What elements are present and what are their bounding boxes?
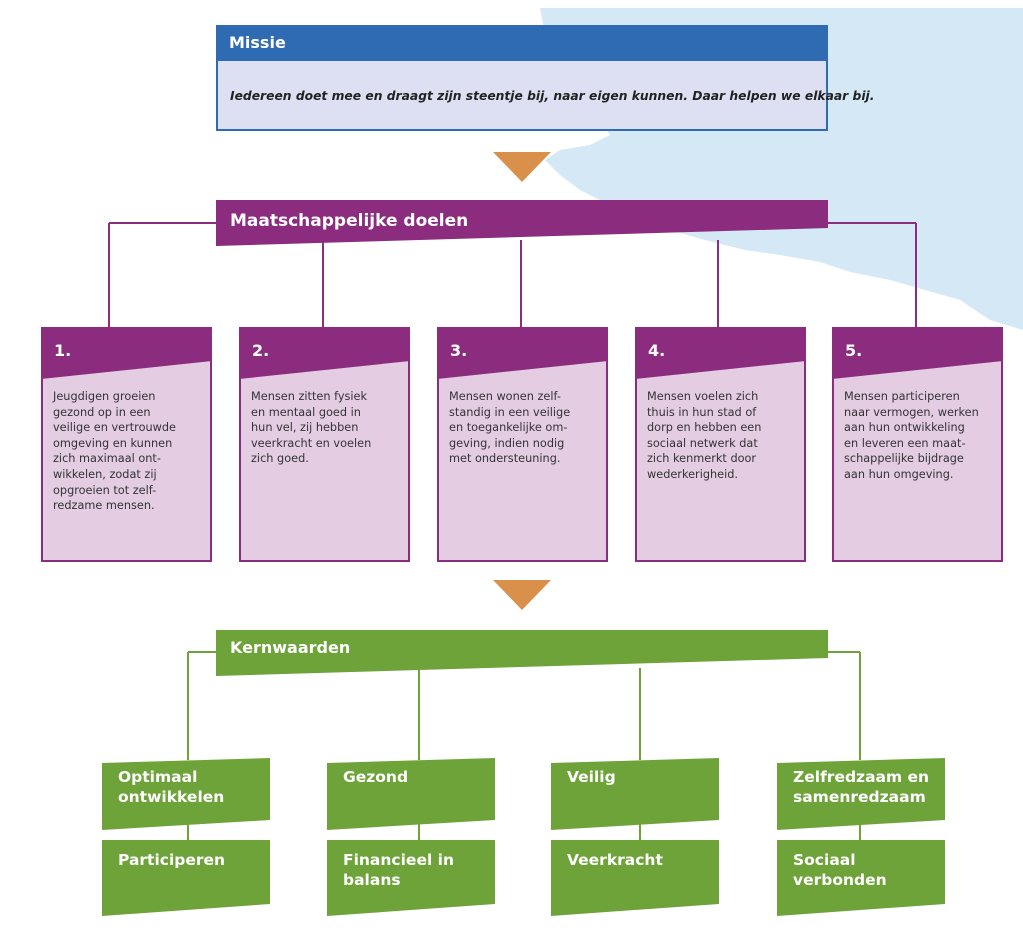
value-label: Sociaal verbonden [793,851,887,889]
goal-card: 4. Mensen voelen zich thuis in hun stad o… [635,327,806,562]
value-box: Veilig [551,758,719,832]
goal-number: 5. [845,341,863,360]
value-box: Gezond [327,758,495,832]
goal-connectors [108,222,917,328]
goal-card: 1. Jeugdigen groeien gezond op in een vei… [41,327,212,562]
value-box: Financieel in balans [327,840,495,928]
down-arrow-icon [493,580,551,610]
value-label: Veerkracht [567,851,663,869]
value-label: Financieel in balans [343,851,455,889]
value-box: Sociaal verbonden [777,840,945,928]
value-connectors [187,651,861,842]
goals-banner [216,200,828,246]
values-title: Kernwaarden [230,638,351,657]
goal-description: Mensen wonen zelf- standig in een veilig… [449,390,571,466]
goal-number: 1. [54,341,72,360]
goal-number: 4. [648,341,666,360]
goal-number: 3. [450,341,468,360]
value-box: Zelfredzaam en samenredzaam [777,758,945,832]
goal-card: 5. Mensen participeren naar vermogen, wer… [832,327,1003,562]
goal-description: Jeugdigen groeien gezond op in een veili… [53,390,177,513]
values-banner [216,630,828,676]
value-label: Gezond [343,768,409,786]
value-box: Optimaal ontwikkelen [102,758,270,832]
missie-title: Missie [216,25,828,61]
value-label: Optimaal ontwikkelen [118,768,225,806]
missie-text: Iedereen doet mee en draagt zijn steentj… [216,61,874,131]
goals-title: Maatschappelijke doelen [230,211,469,231]
value-box: Veerkracht [551,840,719,928]
goal-number: 2. [252,341,270,360]
value-label: Zelfredzaam en samenredzaam [793,768,930,806]
goal-description: Mensen participeren naar vermogen, werke… [844,390,979,481]
goal-description: Mensen voelen zich thuis in hun stad of … [647,390,762,481]
goal-description: Mensen zitten fysiek en mentaal goed in … [251,390,372,466]
down-arrow-icon [493,152,551,182]
value-label: Participeren [118,851,226,869]
value-label: Veilig [567,768,616,786]
value-box: Participeren [102,840,270,928]
goal-card: 3. Mensen wonen zelf- standig in een veil… [437,327,608,562]
goal-card: 2. Mensen zitten fysiek en mentaal goed i… [239,327,410,562]
